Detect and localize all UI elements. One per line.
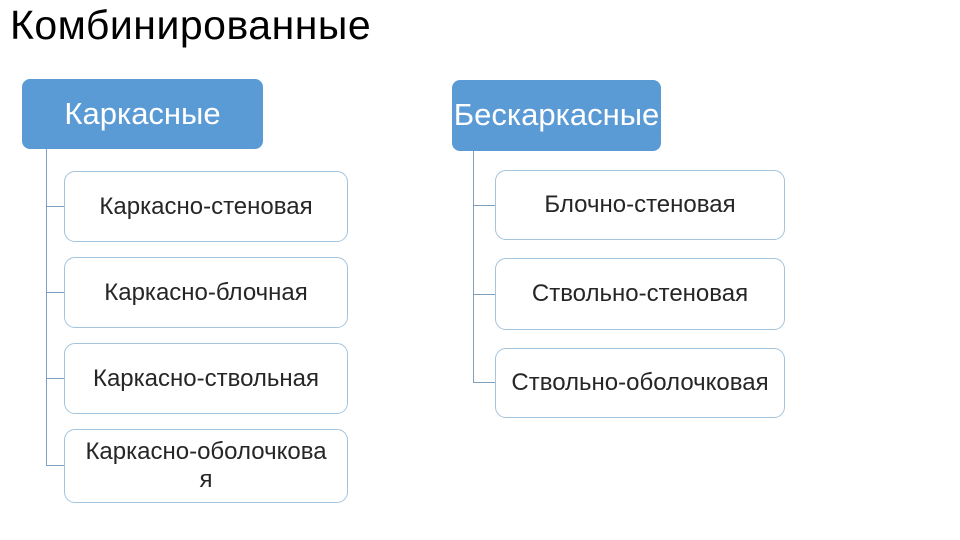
- tree-node-label: Каркасно-стеновая: [99, 192, 313, 220]
- connector-line: [46, 206, 65, 207]
- tree-node: Ствольно-оболочковая: [495, 348, 785, 418]
- tree-node-label: Блочно-стеновая: [544, 191, 736, 219]
- connector-line: [46, 149, 47, 466]
- slide-title: Комбинированные: [10, 2, 372, 48]
- tree-header-beskarkasnye: Бескаркасные: [452, 80, 661, 151]
- connector-line: [473, 151, 474, 383]
- tree-header-label: Каркасные: [64, 95, 221, 131]
- connector-line: [473, 294, 495, 295]
- connector-line: [46, 465, 65, 466]
- tree-node: Каркасно-стеновая: [64, 171, 348, 242]
- connector-line: [473, 382, 495, 383]
- tree-node: Каркасно-оболочкова я: [64, 429, 348, 503]
- tree-node-label: Каркасно-оболочкова я: [85, 438, 327, 493]
- tree-header-label: Бескаркасные: [453, 97, 660, 133]
- tree-header-karkasnye: Каркасные: [22, 79, 263, 149]
- connector-line: [473, 205, 495, 206]
- tree-node-label: Каркасно-блочная: [104, 278, 308, 306]
- connector-line: [46, 292, 65, 293]
- tree-node: Каркасно-ствольная: [64, 343, 348, 414]
- tree-node: Каркасно-блочная: [64, 257, 348, 328]
- connector-line: [46, 378, 65, 379]
- tree-node: Блочно-стеновая: [495, 170, 785, 240]
- tree-node-label: Ствольно-оболочковая: [511, 369, 769, 397]
- tree-node-label: Каркасно-ствольная: [92, 364, 320, 392]
- tree-node-label: Ствольно-стеновая: [531, 280, 749, 308]
- tree-node: Ствольно-стеновая: [495, 258, 785, 330]
